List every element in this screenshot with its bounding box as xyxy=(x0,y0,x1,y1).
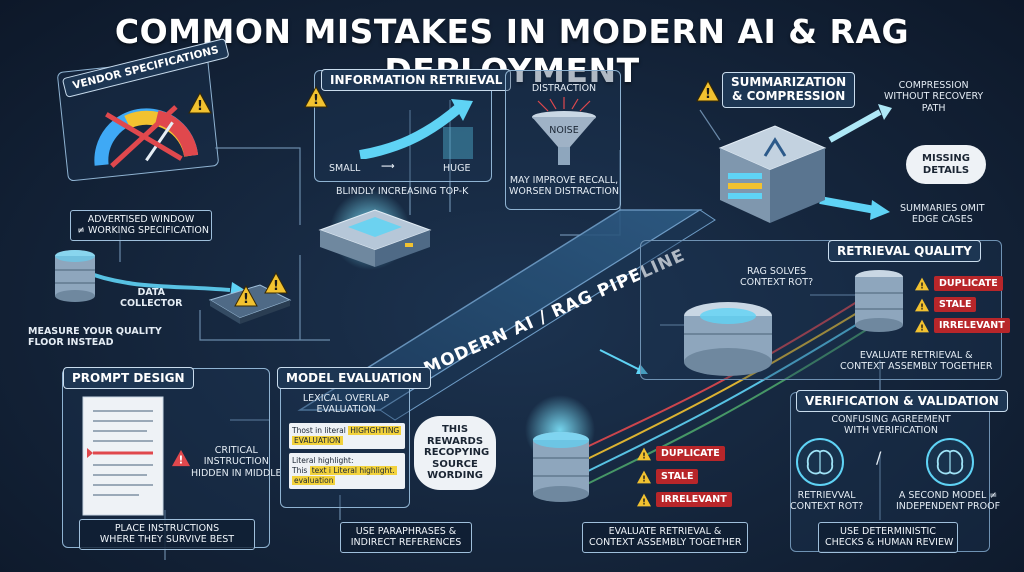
tag-row: ! DUPLICATE xyxy=(914,276,1010,291)
prompt-caption: PLACE INSTRUCTIONS WHERE THEY SURVIVE BE… xyxy=(79,519,255,550)
top-k-caption: BLINDLY INCREASING TOP-K xyxy=(336,186,469,197)
warning-icon: ! xyxy=(637,493,651,506)
arrow-right-icon: ⟶ xyxy=(381,161,395,172)
stale-tag: STALE xyxy=(934,297,977,312)
svg-text:!: ! xyxy=(273,279,279,294)
funnel-icon xyxy=(532,97,596,165)
bottom-db-caption: EVALUATE RETRIEVAL & CONTEXT ASSEMBLY TO… xyxy=(582,522,748,553)
warning-icon: ! xyxy=(915,298,929,311)
svg-text:!: ! xyxy=(179,454,184,467)
gauge-icon xyxy=(94,105,199,168)
warning-icon: ! xyxy=(915,319,929,332)
lexical-overlap-label: LEXICAL OVERLAP EVALUATION xyxy=(302,393,390,416)
summaries-omit-caption: SUMMARIES OMIT EDGE CASES xyxy=(900,203,985,226)
info-retrieval-panel: INFORMATION RETRIEVAL SMALL ⟶ HUGE xyxy=(314,69,512,182)
bottom-tags: ! DUPLICATE ! STALE ! IRRELEVANT xyxy=(636,446,732,507)
tag-row: ! STALE xyxy=(914,297,1010,312)
retrieval-quality-header: RETRIEVAL QUALITY xyxy=(828,240,981,262)
verification-left-label: RETRIEVVAL CONTEXT ROT? xyxy=(790,490,864,513)
evaluation-caption: USE PARAPHRASES & INDIRECT REFERENCES xyxy=(340,522,472,553)
server-icon xyxy=(318,209,432,267)
warning-icon: ! xyxy=(915,277,929,290)
trend-arrow-icon xyxy=(359,99,473,159)
model-evaluation-panel: MODEL EVALUATION LEXICAL OVERLAP EVALUAT… xyxy=(277,367,431,508)
rewards-copying-bubble: THIS REWARDS RECOPYING SOURCE WORDING xyxy=(414,416,496,490)
compression-caption: COMPRESSION WITHOUT RECOVERY PATH xyxy=(884,80,984,114)
svg-text:!: ! xyxy=(197,99,203,114)
svg-text:!: ! xyxy=(920,301,924,311)
svg-text:!: ! xyxy=(642,496,646,506)
prompt-design-header: PROMPT DESIGN xyxy=(63,367,194,389)
database-icon xyxy=(55,250,95,302)
document-scroll-icon xyxy=(82,396,164,516)
duplicate-tag: DUPLICATE xyxy=(934,276,1003,291)
warning-icon: ! xyxy=(188,92,212,114)
context-assembler-icon xyxy=(684,302,772,376)
brain-icon xyxy=(796,438,844,486)
data-collector-label: DATA COLLECTOR xyxy=(120,287,183,310)
measure-quality-label: MEASURE YOUR QUALITY FLOOR INSTEAD xyxy=(28,326,162,349)
retrieval-quality-tags: ! DUPLICATE ! STALE ! IRRELEVANT xyxy=(914,276,1010,333)
small-label: SMALL xyxy=(329,163,361,174)
stale-tag: STALE xyxy=(656,469,699,484)
database-icon xyxy=(855,270,903,332)
warning-icon: ! xyxy=(234,285,258,307)
irrelevant-tag: IRRELEVANT xyxy=(934,318,1010,333)
warning-icon: ! xyxy=(264,272,288,294)
info-retrieval-header: INFORMATION RETRIEVAL xyxy=(321,69,512,91)
svg-text:!: ! xyxy=(642,473,646,483)
svg-text:!: ! xyxy=(920,280,924,290)
warning-icon: ! xyxy=(304,86,328,108)
summarization-header: SUMMARIZATION & COMPRESSION xyxy=(722,72,856,108)
irrelevant-tag: IRRELEVANT xyxy=(656,492,732,507)
distraction-label: DISTRACTION xyxy=(531,83,597,94)
compression-cube-icon xyxy=(718,125,827,223)
tag-row: ! IRRELEVANT xyxy=(914,318,1010,333)
tag-row: ! DUPLICATE xyxy=(636,446,732,461)
critical-instruction-label: CRITICAL INSTRUCTION HIDDEN IN MIDDLE xyxy=(191,445,282,479)
database-icon xyxy=(533,432,589,502)
huge-label: HUGE xyxy=(443,163,471,174)
warning-icon: ! xyxy=(696,80,720,102)
svg-text:!: ! xyxy=(313,93,319,108)
tag-row: ! STALE xyxy=(636,469,732,484)
distraction-panel: DISTRACTION NOISE MAY IMPROVE RECALL, WO… xyxy=(505,70,621,210)
not-equal-slash: / xyxy=(876,448,882,467)
brain-icon xyxy=(926,438,974,486)
duplicate-tag: DUPLICATE xyxy=(656,446,725,461)
vendor-panel: VENDOR SPECIFICATIONS xyxy=(56,37,230,182)
retrieval-quality-caption: EVALUATE RETRIEVAL & CONTEXT ASSEMBLY TO… xyxy=(840,350,993,373)
warning-icon: ! xyxy=(637,470,651,483)
missing-details-cloud: MISSING DETAILS xyxy=(906,145,986,184)
prompt-design-panel: PROMPT DESIGN ! CRITICAL INSTRUCTION HID… xyxy=(62,367,282,550)
svg-text:!: ! xyxy=(920,322,924,332)
distraction-caption: MAY IMPROVE RECALL, WORSEN DISTRACTION xyxy=(509,175,619,198)
model-evaluation-header: MODEL EVALUATION xyxy=(277,367,431,389)
warning-icon: ! xyxy=(172,449,190,467)
vendor-caption: ADVERTISED WINDOW ≠ WORKING SPECIFICATIO… xyxy=(70,210,212,241)
rag-question-label: RAG SOLVES CONTEXT ROT? xyxy=(740,266,814,289)
highlight-doc-1: Thost in literal HIGHGHTING EVALUATION xyxy=(289,423,405,450)
svg-text:!: ! xyxy=(705,87,711,102)
verification-caption: USE DETERMINISTIC CHECKS & HUMAN REVIEW xyxy=(818,522,958,553)
tag-row: ! IRRELEVANT xyxy=(636,492,732,507)
svg-text:!: ! xyxy=(642,450,646,460)
highlight-doc-2: Literal highlight: This text i Literal h… xyxy=(289,453,405,490)
verification-right-label: A SECOND MODEL ≠ INDEPENDENT PROOF xyxy=(896,490,1001,513)
warning-icon: ! xyxy=(637,447,651,460)
verification-sub-label: CONFUSING AGREEMENT WITH VERIFICATION xyxy=(831,414,951,437)
verification-header: VERIFICATION & VALIDATION xyxy=(796,390,1008,412)
svg-text:!: ! xyxy=(243,292,249,307)
noise-label: NOISE xyxy=(549,125,579,136)
